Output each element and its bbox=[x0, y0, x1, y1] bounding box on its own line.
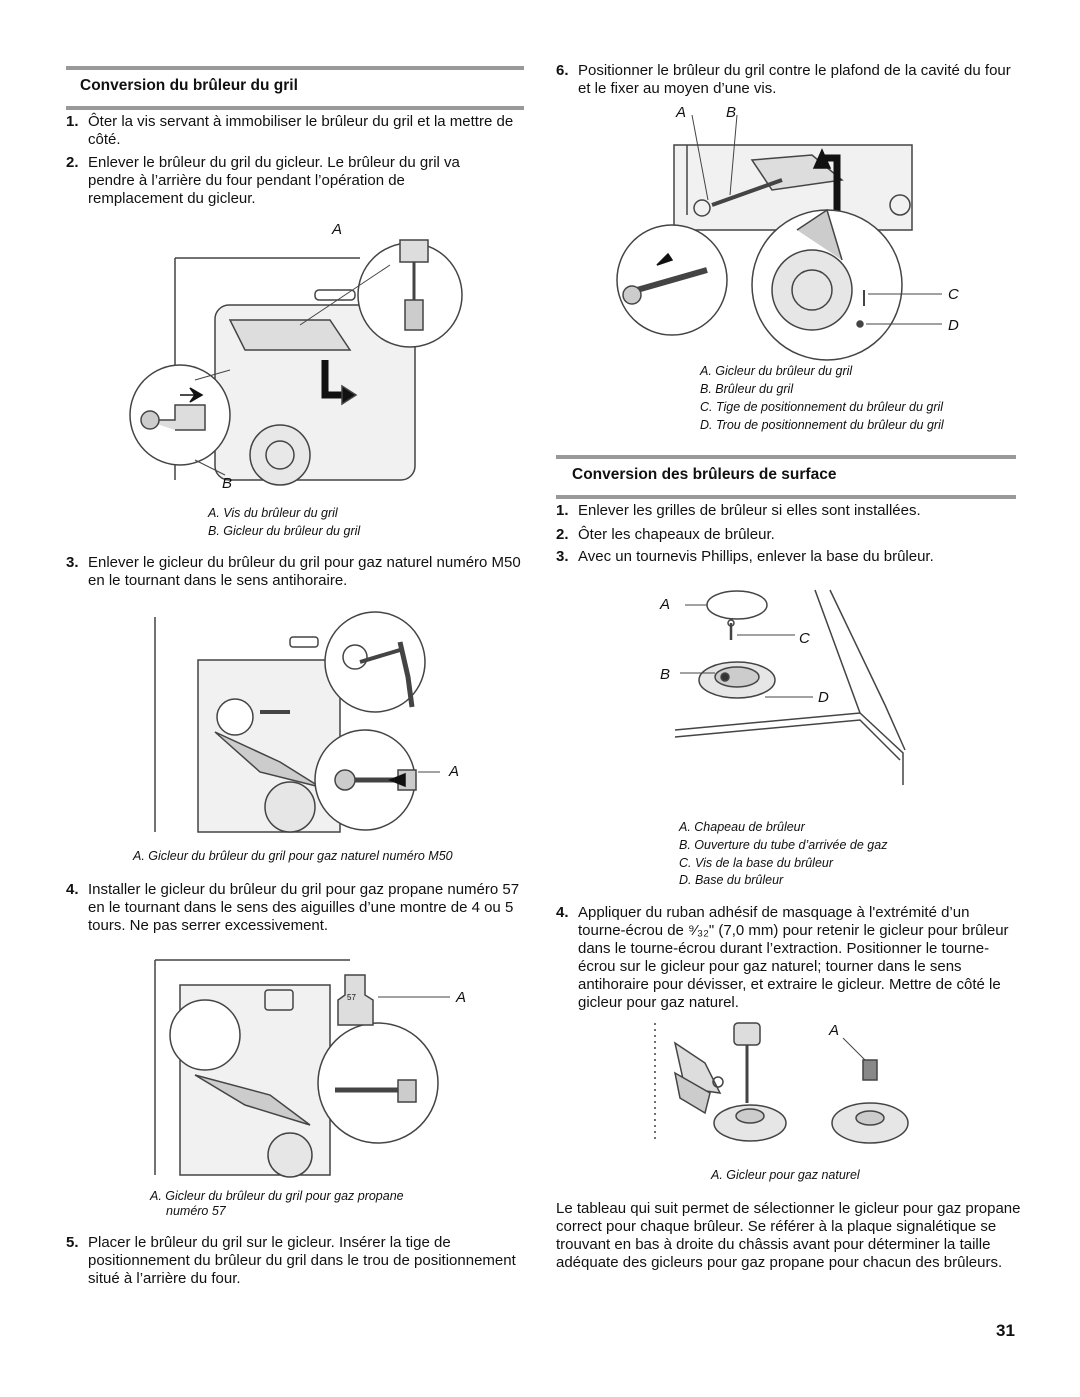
fig1-caption-a: A. Vis du brûleur du gril bbox=[208, 506, 338, 520]
fig5-label-c: C bbox=[799, 630, 810, 647]
section-title-surface: Conversion des brûleurs de surface bbox=[572, 466, 837, 483]
fig5-caption-d: D. Base du brûleur bbox=[679, 873, 784, 887]
grill-step-2: 2. Enlever le brûleur du gril du gicleur… bbox=[66, 154, 460, 207]
fig2-label-a: A bbox=[449, 763, 460, 780]
fig5-label-a: A bbox=[660, 596, 671, 613]
figure-natural-gas-jet bbox=[654, 1022, 909, 1144]
fig5-label-d: D bbox=[818, 689, 829, 706]
fig4-caption-d: D. Trou de positionnement du brûleur du … bbox=[700, 418, 944, 432]
fig4-caption-b: B. Brûleur du gril bbox=[700, 382, 794, 396]
fig1-caption-b: B. Gicleur du brûleur du gril bbox=[208, 524, 361, 538]
fig4-label-a: A bbox=[676, 104, 687, 121]
fig4-label-b: B bbox=[726, 104, 737, 121]
grill-step-5: 5. Placer le brûleur du gril sur le gicl… bbox=[66, 1234, 516, 1287]
surface-step-1: 1. Enlever les grilles de brûleur si ell… bbox=[556, 502, 921, 519]
fig4-label-c: C bbox=[948, 286, 959, 303]
fig3-label-a: A bbox=[456, 989, 467, 1006]
fig4-caption-c: C. Tige de positionnement du brûleur du … bbox=[700, 400, 944, 414]
grill-step-1: 1. Ôter la vis servant à immobiliser le … bbox=[66, 113, 514, 148]
page-number: 31 bbox=[996, 1321, 1015, 1340]
fig2-caption: A. Gicleur du brûleur du gril pour gaz n… bbox=[133, 849, 453, 863]
figure-surface-burner bbox=[674, 589, 906, 785]
fig1-label-b: B bbox=[222, 475, 233, 492]
fig5-caption-a: A. Chapeau de brûleur bbox=[679, 820, 805, 834]
section-header-grill bbox=[66, 66, 524, 110]
surface-step-2: 2. Ôter les chapeaux de brûleur. bbox=[556, 526, 775, 543]
fig5-label-b: B bbox=[660, 666, 671, 683]
figure-grill-reposition bbox=[616, 114, 942, 361]
figure-57-install bbox=[154, 959, 450, 1178]
fig1-label-a: A bbox=[332, 221, 343, 238]
section-title-grill: Conversion du brûleur du gril bbox=[80, 77, 298, 94]
fig4-label-d: D bbox=[948, 317, 959, 334]
jet-57-number: 57 bbox=[347, 993, 356, 1002]
figure-m50-removal bbox=[154, 611, 440, 833]
fig5-caption-c: C. Vis de la base du brûleur bbox=[679, 856, 834, 870]
figure-grill-screw bbox=[129, 239, 463, 486]
fig3-caption-2: numéro 57 bbox=[166, 1204, 226, 1218]
fig4-caption-a: A. Gicleur du brûleur du gril bbox=[700, 364, 853, 378]
fig6-label-a: A bbox=[829, 1022, 840, 1039]
closing-paragraph: Le tableau qui suit permet de sélectionn… bbox=[556, 1200, 1021, 1271]
grill-step-3: 3. Enlever le gicleur du brûleur du gril… bbox=[66, 554, 521, 589]
fig6-caption: A. Gicleur pour gaz naturel bbox=[711, 1168, 860, 1182]
fig5-caption-b: B. Ouverture du tube d’arrivée de gaz bbox=[679, 838, 888, 852]
surface-step-3: 3. Avec un tournevis Phillips, enlever l… bbox=[556, 548, 934, 565]
fig3-caption-1: A. Gicleur du brûleur du gril pour gaz p… bbox=[150, 1189, 404, 1203]
section-header-surface bbox=[556, 455, 1016, 499]
grill-step-4: 4. Installer le gicleur du brûleur du gr… bbox=[66, 881, 520, 934]
surface-step-4: 4. Appliquer du ruban adhésif de masquag… bbox=[556, 904, 1009, 1011]
grill-step-6: 6. Positionner le brûleur du gril contre… bbox=[556, 62, 1011, 97]
